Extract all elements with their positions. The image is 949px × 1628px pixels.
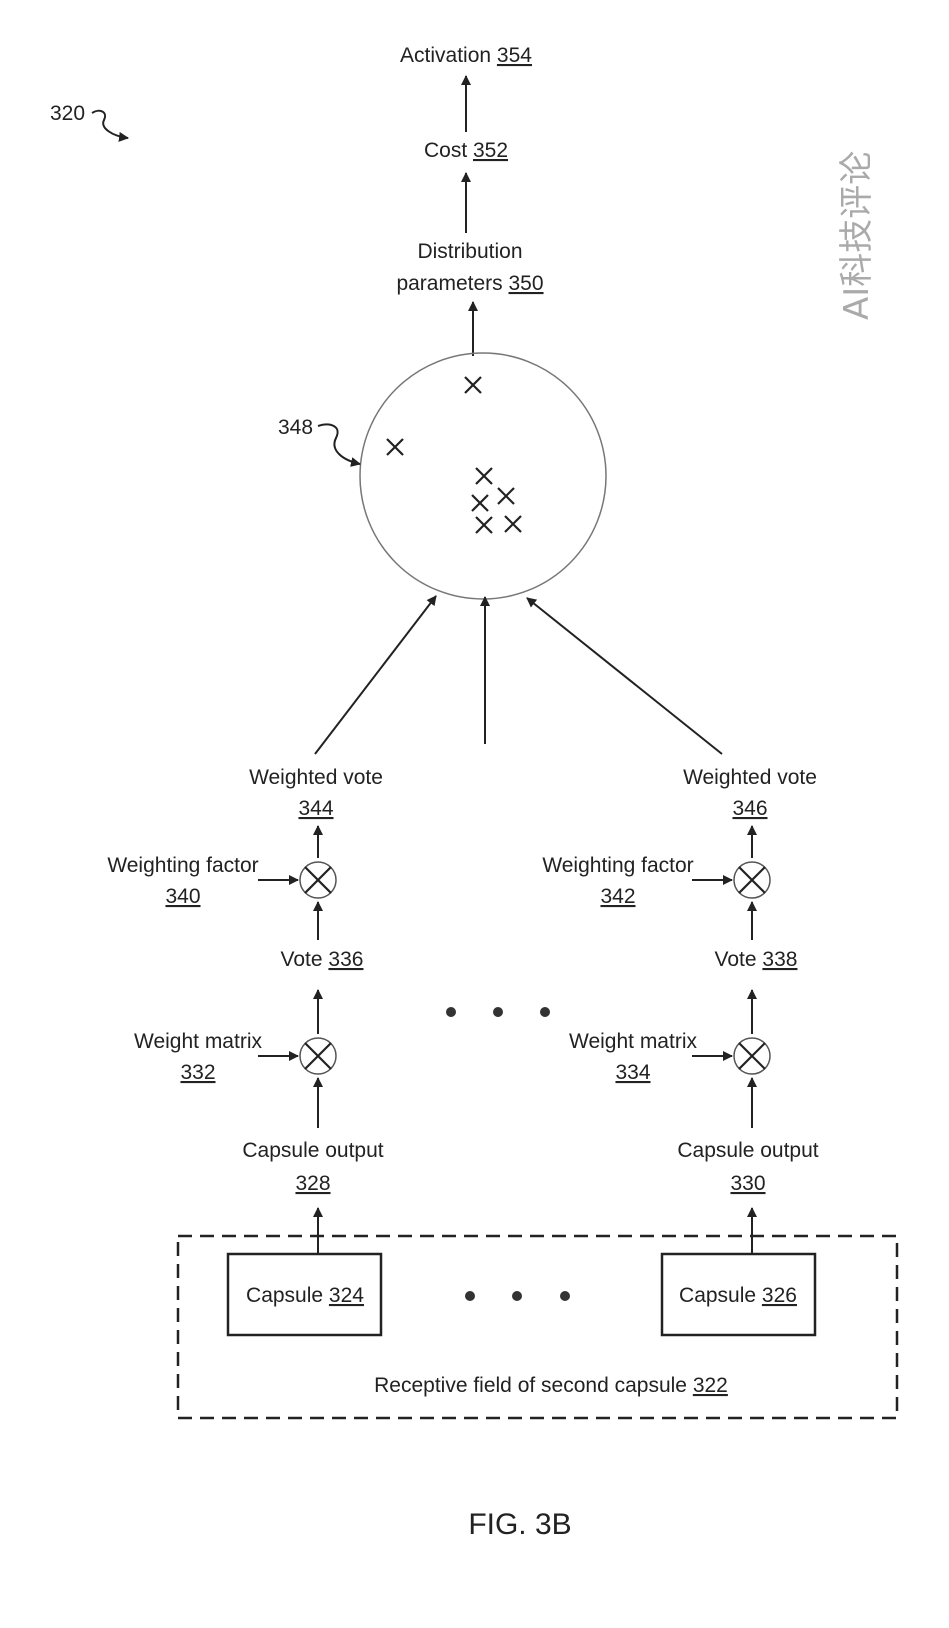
ref-leader-320 — [91, 109, 129, 142]
right-vote-label: Vote 338 — [715, 948, 798, 971]
right-weight-matrix-label: Weight matrix — [569, 1030, 697, 1053]
left-weighted-vote-number: 344 — [298, 797, 333, 820]
distribution-label-line1: Distribution — [417, 240, 522, 263]
multiply-icon — [304, 1042, 332, 1070]
arrow-left-vote-to-circle — [314, 595, 437, 755]
figure-ref-number: 320 — [50, 102, 85, 125]
cluster-ref-number: 348 — [278, 416, 313, 439]
vote-point — [475, 467, 493, 485]
right-weighting-factor-number: 342 — [600, 885, 635, 908]
cost-label: Cost 352 — [424, 139, 508, 162]
vote-point — [475, 516, 493, 534]
left-weighting-factor-number: 340 — [165, 885, 200, 908]
ellipsis-dot — [493, 1007, 503, 1017]
capsule-324-box — [226, 1252, 383, 1337]
vote-point — [504, 515, 522, 533]
multiply-icon — [738, 1042, 766, 1070]
watermark: AI科技评论 — [837, 151, 877, 320]
multiply-icon — [738, 866, 766, 894]
right-capsule-output-number: 330 — [730, 1172, 765, 1195]
distribution-label-line2: parameters 350 — [396, 272, 543, 295]
figure-caption: FIG. 3B — [468, 1508, 571, 1541]
right-weight-matrix-number: 334 — [615, 1061, 650, 1084]
right-capsule-output-label: Capsule output — [677, 1139, 818, 1162]
ellipsis-dot — [560, 1291, 570, 1301]
left-capsule-output-label: Capsule output — [242, 1139, 383, 1162]
right-weighted-vote-number: 346 — [732, 797, 767, 820]
activation-label: Activation 354 — [400, 44, 532, 67]
vote-point — [386, 438, 404, 456]
capsule-324-label: Capsule 324 — [246, 1284, 364, 1307]
vote-point — [464, 376, 482, 394]
capsule-326-label: Capsule 326 — [679, 1284, 797, 1307]
left-capsule-output-number: 328 — [295, 1172, 330, 1195]
arrow-right-vote-to-circle — [526, 597, 723, 755]
ref-leader-348 — [317, 423, 361, 467]
left-weight-matrix-label: Weight matrix — [134, 1030, 262, 1053]
multiply-icon — [304, 866, 332, 894]
vote-point — [497, 487, 515, 505]
ellipsis-dot — [465, 1291, 475, 1301]
capsule-326-box — [660, 1252, 817, 1337]
left-weight-matrix-number: 332 — [180, 1061, 215, 1084]
left-weighted-vote-label: Weighted vote — [249, 766, 383, 789]
receptive-field-box — [176, 1234, 899, 1420]
left-vote-label: Vote 336 — [281, 948, 364, 971]
vote-point — [471, 494, 489, 512]
ellipsis-dot — [512, 1291, 522, 1301]
right-weighting-factor-label: Weighting factor — [542, 854, 693, 877]
ellipsis-dot — [540, 1007, 550, 1017]
right-weighted-vote-label: Weighted vote — [683, 766, 817, 789]
receptive-field-label: Receptive field of second capsule 322 — [374, 1374, 728, 1397]
ellipsis-dot — [446, 1007, 456, 1017]
left-weighting-factor-label: Weighting factor — [107, 854, 258, 877]
